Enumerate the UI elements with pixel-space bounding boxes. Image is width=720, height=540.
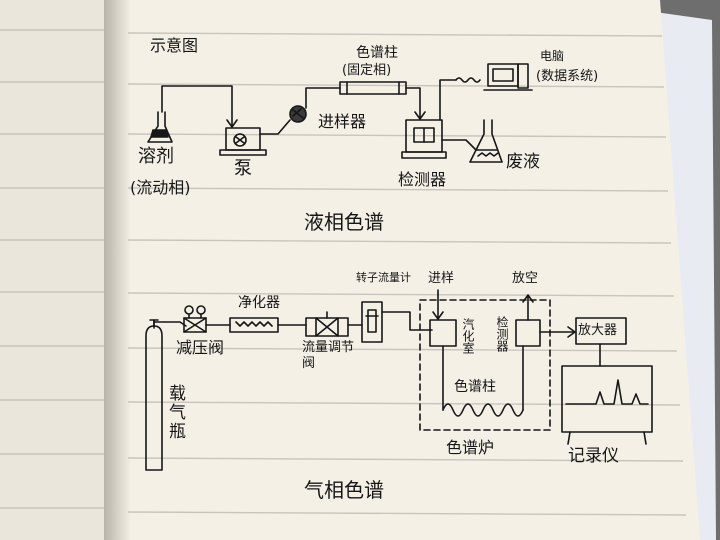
gc-column-label: 色谱柱 — [454, 379, 496, 395]
schematic-heading: 示意图 — [150, 36, 199, 55]
pressure-regulator-icon — [183, 305, 207, 333]
solvent-flask — [147, 111, 173, 143]
gc-detector-label: 检测器 — [495, 316, 509, 352]
column-oven-box — [419, 299, 551, 431]
lc-tube-solvent-pump — [161, 85, 233, 127]
solvent-label: 溶剂 — [138, 146, 174, 167]
regulator-label: 减压阀 — [176, 338, 225, 357]
vent-label: 放空 — [512, 271, 539, 286]
lc-arrow-detector — [414, 111, 426, 120]
gc-column-coil-icon — [442, 345, 524, 417]
lc-detector-label: 检测器 — [398, 170, 447, 189]
flowmeter-icon — [361, 301, 383, 343]
column-label: 色谱柱 — [356, 45, 398, 61]
flow-valve-icon — [305, 311, 349, 337]
vent-arrow-icon — [522, 294, 534, 321]
detector-icon — [401, 119, 447, 159]
carrier-bottle-label: 载气瓶 — [165, 384, 185, 441]
ruled-lines — [0, 29, 687, 516]
mobile-phase-label: (流动相) — [130, 178, 191, 197]
lc-signal-wave — [455, 77, 481, 83]
flowmeter-label: 转子流量计 — [356, 271, 411, 284]
lc-tube-injector-column — [305, 87, 341, 109]
gc-pipe-meter-vaporizer — [381, 311, 433, 331]
waste-label: 废液 — [506, 152, 540, 172]
lc-tube-pump-injector — [259, 119, 291, 135]
injector-label: 进样器 — [318, 112, 367, 131]
stationary-phase-label: (固定相) — [342, 63, 392, 78]
recorder-icon — [561, 365, 653, 445]
amplifier-label: 放大器 — [578, 323, 618, 338]
computer-label: 电脑 — [540, 49, 565, 63]
page-gutter — [104, 0, 130, 540]
pump-icon — [219, 127, 267, 156]
lc-arrow-down — [226, 119, 238, 128]
lc-tube-waste — [441, 139, 477, 151]
computer-icon — [483, 63, 533, 91]
gc-arrow-amplifier — [567, 326, 576, 338]
injection-label: 进样 — [428, 271, 455, 286]
data-system-label: (数据系统) — [536, 69, 599, 84]
waste-flask — [469, 119, 503, 163]
lc-tube-column-detector — [405, 87, 421, 119]
left-page — [0, 0, 120, 540]
lc-title: 液相色谱 — [304, 210, 384, 234]
purifier-label: 净化器 — [238, 295, 280, 311]
pump-label: 泵 — [234, 158, 252, 179]
lc-signal-line — [439, 79, 457, 121]
amplifier-box — [575, 317, 627, 345]
oven-label: 色谱炉 — [446, 438, 495, 457]
injection-arrow-icon — [432, 289, 444, 320]
gc-title: 气相色谱 — [304, 478, 384, 502]
injector-icon — [289, 105, 307, 123]
flow-valve-label: 流量调节阀 — [302, 340, 355, 371]
gc-pipe-bottle-regulator — [153, 319, 187, 329]
vaporizer-label: 汽化室 — [461, 318, 475, 354]
recorder-label: 记录仪 — [568, 446, 619, 466]
